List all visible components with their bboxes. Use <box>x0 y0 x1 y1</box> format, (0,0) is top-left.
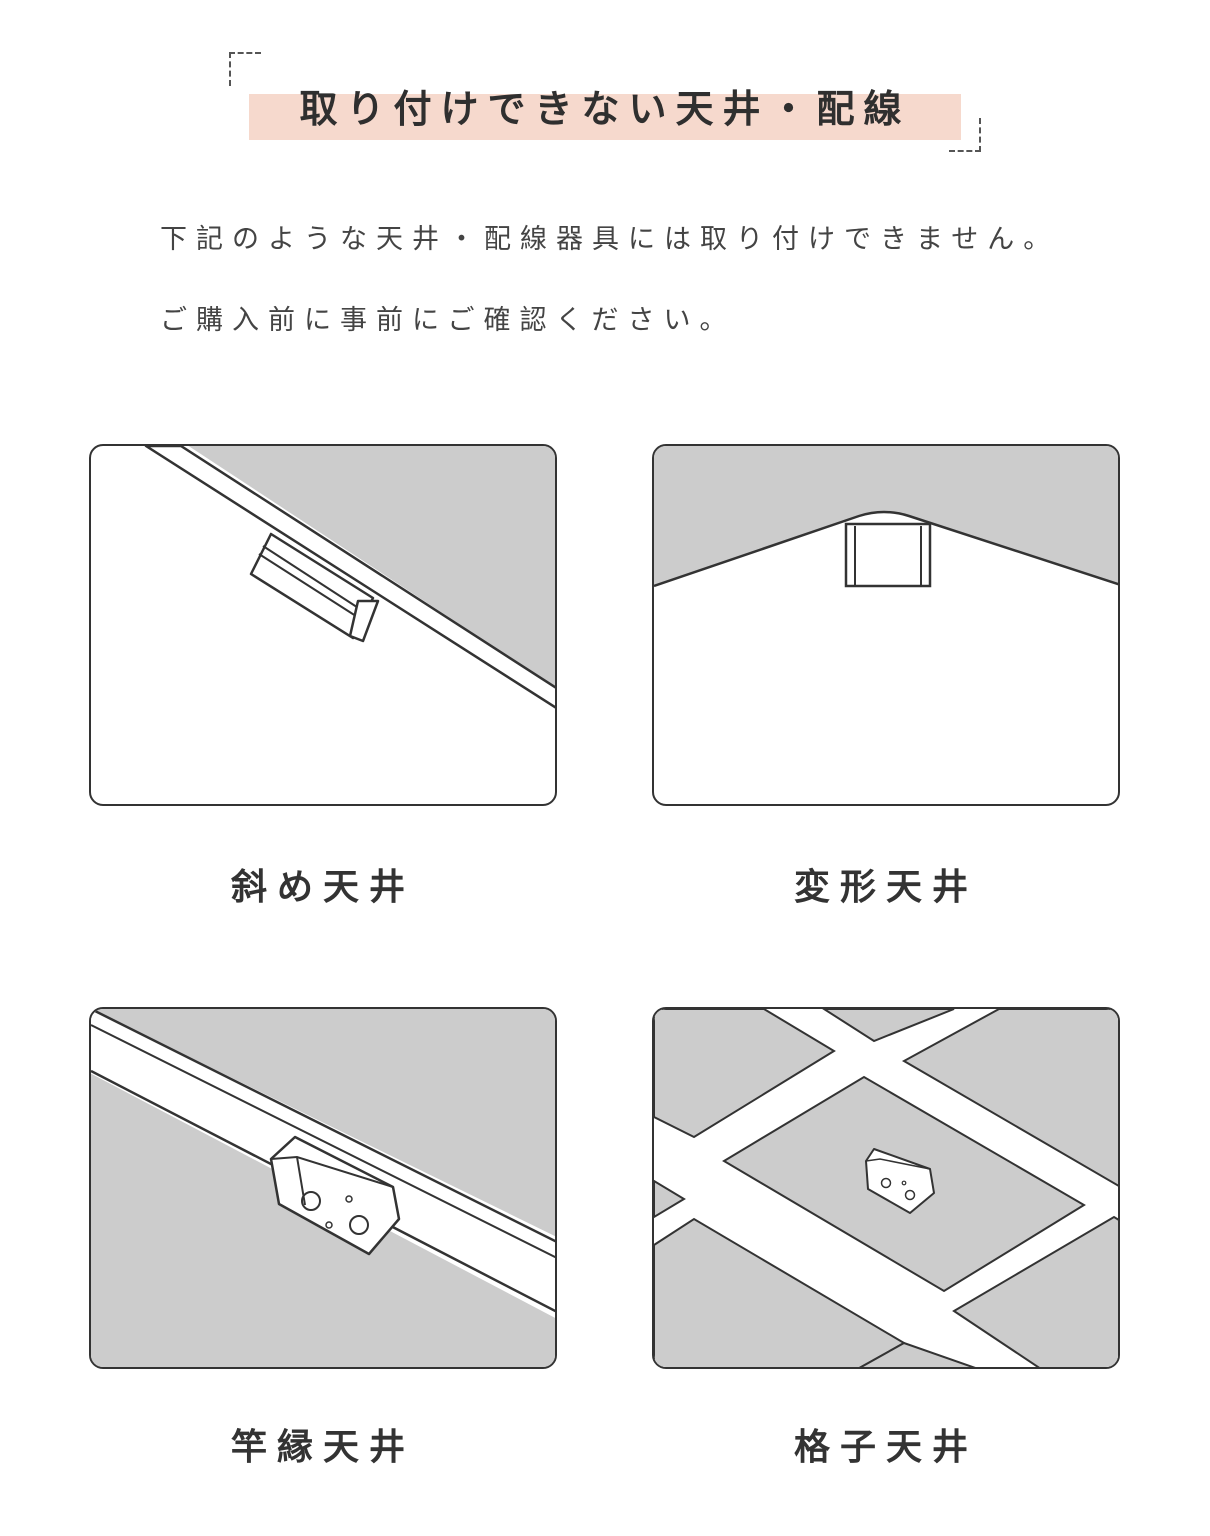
peaked-ceiling-illustration <box>652 444 1120 806</box>
page-title: 取り付けできない天井・配線 <box>299 87 911 131</box>
intro-line-2: ご購入前に事前にご確認ください。 <box>160 305 736 336</box>
ceiling-surface <box>188 446 555 688</box>
ceiling-box-fixture <box>844 522 932 588</box>
ceiling-panels <box>654 1009 1118 1367</box>
ceiling-edge <box>654 510 1118 588</box>
ceiling-beam <box>144 446 555 709</box>
caption-peaked-ceiling: 変形天井 <box>793 867 978 908</box>
caption-coffered-ceiling: 格子天井 <box>793 1427 978 1468</box>
batten-ceiling-illustration <box>89 1007 557 1369</box>
sloped-ceiling-illustration <box>89 444 557 806</box>
ceiling-box-fixture <box>269 1135 401 1256</box>
title-highlight-band <box>249 94 961 140</box>
title-corner-bracket-top-left <box>229 52 261 86</box>
caption-batten-ceiling: 竿縁天井 <box>230 1427 415 1468</box>
coffered-ceiling-illustration <box>652 1007 1120 1369</box>
caption-sloped-ceiling: 斜め天井 <box>230 867 415 908</box>
title-corner-bracket-bottom-right <box>949 118 981 152</box>
intro-line-1: 下記のような天井・配線器具には取り付けできません。 <box>160 224 1060 255</box>
ceiling-box-fixture <box>865 1148 935 1214</box>
ceiling-surface <box>654 446 1118 586</box>
section-title: 取り付けできない天井・配線 <box>225 50 985 154</box>
